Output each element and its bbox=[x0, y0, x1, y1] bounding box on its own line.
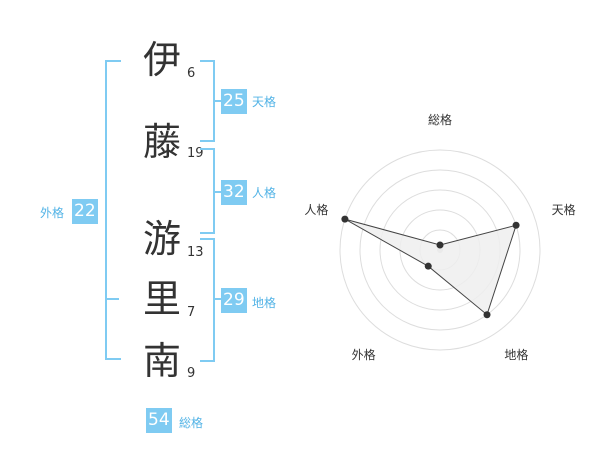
stroke-count-1: 6 bbox=[187, 66, 196, 81]
stroke-count-5: 9 bbox=[187, 366, 196, 381]
name-char-1: 伊 bbox=[142, 38, 181, 82]
jinkaku-label: 人格 bbox=[252, 186, 277, 200]
radar-point bbox=[436, 241, 444, 249]
radar-axis-label: 人格 bbox=[304, 202, 328, 217]
name-char-3: 游 bbox=[142, 217, 181, 261]
soukaku-label: 総格 bbox=[179, 416, 204, 430]
radar-point bbox=[341, 215, 349, 223]
gaikaku-bracket bbox=[105, 60, 121, 360]
radar-axis-label: 天格 bbox=[552, 202, 576, 217]
radar-axis-label: 総格 bbox=[428, 112, 452, 127]
gaikaku-value-badge: 22 bbox=[72, 199, 98, 224]
chikaku-label: 地格 bbox=[252, 296, 277, 310]
tenkaku-value-badge: 25 bbox=[221, 89, 247, 114]
stroke-count-4: 7 bbox=[187, 305, 196, 320]
jinkaku-connector bbox=[213, 191, 221, 193]
chikaku-value-badge: 29 bbox=[221, 288, 247, 313]
radar-axis-label: 外格 bbox=[352, 347, 376, 362]
radar-axis-label: 地格 bbox=[504, 347, 528, 362]
stroke-count-3: 13 bbox=[187, 245, 204, 260]
name-char-4: 里 bbox=[142, 277, 181, 321]
radar-points bbox=[341, 215, 520, 319]
radar-point bbox=[483, 311, 491, 319]
gaikaku-label: 外格 bbox=[40, 206, 65, 220]
radar-point bbox=[424, 262, 432, 270]
chikaku-bracket bbox=[200, 238, 215, 362]
tenkaku-connector bbox=[213, 100, 221, 102]
stroke-count-2: 19 bbox=[187, 146, 204, 161]
name-char-2: 藤 bbox=[142, 120, 181, 164]
radar-grid-ring bbox=[339, 149, 541, 351]
tenkaku-label: 天格 bbox=[252, 95, 277, 109]
name-char-5: 南 bbox=[142, 339, 181, 383]
gaikaku-bracket-divider bbox=[105, 298, 119, 300]
soukaku-value-badge: 54 bbox=[146, 408, 172, 433]
chikaku-connector bbox=[213, 298, 221, 300]
radar-point bbox=[512, 221, 520, 229]
radar-grid-ring bbox=[359, 169, 521, 331]
jinkaku-value-badge: 32 bbox=[221, 180, 247, 205]
